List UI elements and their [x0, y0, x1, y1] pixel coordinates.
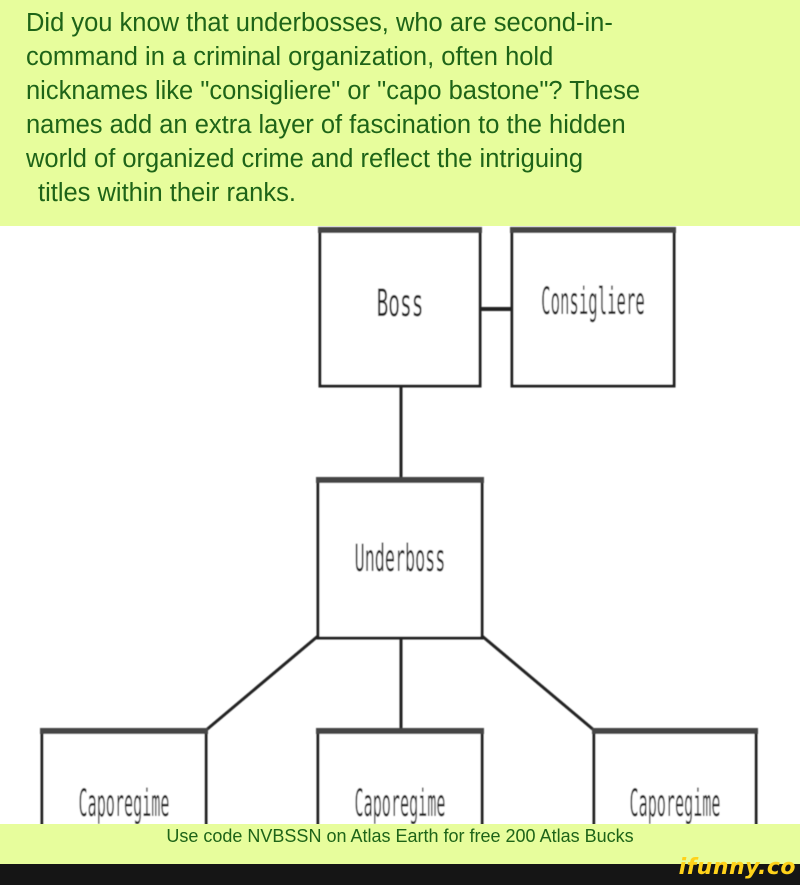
caption-line: Did you know that underbosses, who are s…: [26, 9, 613, 37]
org-chart-diagram: Boss Consigliere Underboss Caporegime Ca…: [0, 226, 800, 824]
promo-text[interactable]: Use code NVBSSN on Atlas Earth for free …: [166, 826, 634, 846]
boss-box: [318, 228, 482, 388]
underboss-label: Underboss: [355, 536, 446, 580]
caption-line: nicknames like "consigliere" or "capo ba…: [26, 77, 641, 105]
caporegime-box-center: [316, 729, 484, 824]
ifunny-logo: ifunny.co: [678, 855, 796, 880]
watermark-bar: ifunny.co: [0, 855, 800, 885]
caporegime-label-center: Caporegime: [355, 781, 446, 824]
caporegime-box-right: [592, 729, 758, 824]
caption-text: Did you know that underbosses, who are s…: [26, 6, 776, 210]
caption-panel: Did you know that underbosses, who are s…: [0, 0, 800, 226]
consigliere-label: Consigliere: [541, 279, 645, 323]
caption-line: titles within their ranks.: [38, 179, 296, 207]
connector-underboss-capo-left: [204, 634, 319, 733]
boss-label: Boss: [377, 282, 424, 326]
consigliere-box: [510, 228, 676, 388]
caption-line: command in a criminal organization, ofte…: [26, 43, 554, 71]
caporegime-label-left: Caporegime: [79, 781, 170, 824]
promo-banner[interactable]: Use code NVBSSN on Atlas Earth for free …: [0, 824, 800, 864]
caption-line: names add an extra layer of fascination …: [26, 111, 626, 139]
org-chart-svg: Boss Consigliere Underboss Caporegime Ca…: [40, 227, 758, 824]
caption-line: world of organized crime and reflect the…: [26, 145, 584, 173]
caporegime-label-right: Caporegime: [630, 781, 721, 824]
connector-underboss-capo-right: [481, 634, 596, 733]
